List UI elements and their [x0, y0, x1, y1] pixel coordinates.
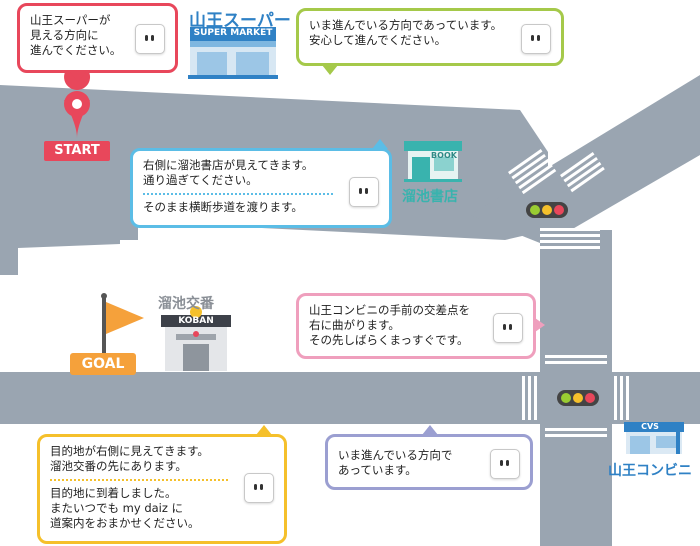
bubble-tail — [535, 318, 545, 332]
side-lane — [0, 215, 120, 275]
koban-sign: KOBAN — [178, 316, 214, 326]
flag-icon — [101, 293, 144, 354]
bookstore-icon — [404, 141, 462, 182]
dotted-divider — [143, 193, 333, 195]
bookstore-sign: BOOK — [431, 151, 457, 160]
message-text: 目的地に到着しました。 またいつでも my daiz に 道案内をおまかせくださ… — [50, 486, 200, 530]
message-text: そのまま横断歩道を渡ります。 — [143, 200, 303, 214]
robot-face-icon — [521, 24, 551, 54]
traffic-light-upper — [526, 202, 568, 218]
goal-label: GOAL — [70, 353, 136, 375]
convenience-sign: CVS — [641, 422, 659, 431]
bubble-tail — [70, 72, 86, 82]
crosswalk-1 — [508, 149, 557, 195]
police-box-icon — [161, 306, 231, 371]
message-text: 右側に溜池書店が見えてきます。 通り過ぎてください。 — [143, 158, 314, 187]
message-text: 山王スーパーが 見える方向に 進んでください。 — [30, 13, 122, 57]
crosswalks — [508, 149, 629, 437]
crosswalk-4 — [522, 376, 629, 420]
bubble-tail — [372, 139, 388, 149]
speech-bubble-1: 山王スーパーが 見える方向に 進んでください。 — [17, 3, 178, 73]
speech-bubble-2: いま進んでいる方向であっています。 安心して進んでください。 — [296, 8, 564, 66]
supermarket-name: 山王スーパー — [189, 11, 291, 31]
robot-face-icon — [135, 24, 165, 54]
bookstore-name: 溜池書店 — [402, 189, 458, 205]
supermarket-sign: SUPER MARKET — [193, 28, 273, 38]
message-text: 山王コンビニの手前の交差点を 右に曲がります。 その先しばらくまっすぐです。 — [309, 303, 470, 347]
robot-face-icon — [349, 177, 379, 207]
message-text: 目的地が右側に見えてきます。 溜池交番の先にあります。 — [50, 444, 209, 473]
crosswalk-5 — [545, 355, 607, 437]
message-text: いま進んでいる方向で あっています。 — [338, 448, 453, 477]
speech-bubble-4: 山王コンビニの手前の交差点を 右に曲がります。 その先しばらくまっすぐです。 — [296, 293, 536, 359]
bubble-tail — [256, 425, 272, 435]
bubble-tail — [322, 65, 338, 75]
message-text: いま進んでいる方向であっています。 安心して進んでください。 — [309, 18, 503, 47]
convenience-name: 山王コンビニ — [608, 463, 692, 479]
convenience-store-icon — [624, 422, 684, 454]
bubble-tail — [422, 425, 438, 435]
speech-bubble-3: 右側に溜池書店が見えてきます。 通り過ぎてください。 そのまま横断歩道を渡ります… — [130, 148, 392, 228]
robot-face-icon — [493, 313, 523, 343]
supermarket-icon — [188, 27, 278, 79]
crosswalk-2 — [560, 152, 605, 193]
crosswalk-3 — [540, 228, 600, 249]
traffic-light-lower — [557, 390, 599, 406]
robot-face-icon — [490, 449, 520, 479]
robot-face-icon — [244, 473, 274, 503]
koban-name: 溜池交番 — [158, 296, 214, 312]
dotted-divider — [50, 479, 228, 481]
start-label: START — [44, 141, 110, 161]
speech-bubble-5: 目的地が右側に見えてきます。 溜池交番の先にあります。 目的地に到着しました。 … — [37, 434, 287, 544]
speech-bubble-6: いま進んでいる方向で あっています。 — [325, 434, 533, 490]
